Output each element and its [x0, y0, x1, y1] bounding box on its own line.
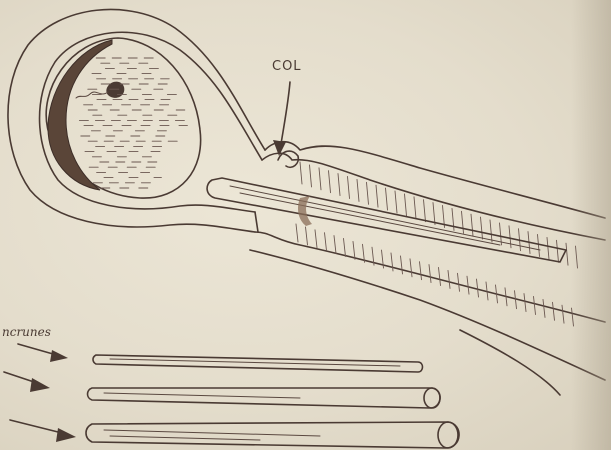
rib-hatch-stroke [306, 227, 308, 245]
rib-hatch-stroke [348, 177, 350, 199]
rib-hatch-stroke [424, 200, 426, 222]
rib-hatch-stroke [376, 185, 378, 207]
rib-hatch-stroke [405, 194, 407, 216]
rib-hatch-stroke [448, 270, 450, 288]
arrow-1-head [50, 350, 68, 362]
rib-hatch-stroke [477, 279, 479, 297]
arrow-3-head [56, 428, 76, 442]
rib-hatch-stroke [414, 197, 416, 219]
rib-hatch-stroke [357, 179, 359, 201]
dilator-rod-shading [230, 186, 540, 250]
dark-membrane-crescent [48, 40, 112, 190]
canal-lower-outer-wall [255, 212, 258, 232]
rib-hatch-stroke [566, 243, 568, 265]
dilator-small [93, 355, 423, 372]
rib-hatch-stroke [534, 297, 536, 315]
rib-hatch-stroke [420, 262, 422, 280]
rib-hatch-stroke [490, 220, 492, 242]
rib-hatch-stroke [562, 305, 564, 323]
rib-hatch-stroke [334, 236, 336, 254]
rib-hatch-stroke [319, 168, 321, 190]
canal-lower-outer-edge [250, 250, 605, 380]
rib-hatch-stroke [386, 188, 388, 210]
rib-hatch-stroke [509, 226, 511, 248]
rib-hatch-stroke [353, 241, 355, 259]
rib-hatch-stroke [572, 308, 574, 326]
rib-hatch-stroke [429, 265, 431, 283]
dilator-large [86, 422, 459, 448]
rib-hatch-stroke [458, 273, 460, 291]
rib-hatch-stroke [395, 191, 397, 213]
rib-hatch-stroke [553, 302, 555, 320]
rib-hatch-stroke [410, 259, 412, 277]
cervix-entry-shading [298, 196, 312, 226]
rib-hatch-stroke [329, 171, 331, 193]
rib-hatch-stroke [367, 182, 369, 204]
rib-hatch-stroke [433, 203, 435, 225]
rib-hatch-stroke [315, 230, 317, 248]
rib-hatch-stroke [481, 217, 483, 239]
rib-hatch-stroke [325, 233, 327, 251]
rib-hatch-stroke [300, 162, 302, 184]
rib-hatch-stroke [557, 240, 559, 262]
rib-hatch-stroke [310, 165, 312, 187]
rib-hatch-stroke [576, 246, 578, 268]
rib-hatch-stroke [296, 224, 298, 242]
rib-hatch-stroke [344, 239, 346, 257]
sac-fluid-hatching [79, 58, 187, 188]
rib-hatch-stroke [543, 299, 545, 317]
canal-bottom-flare [460, 330, 560, 395]
instruments-label: ncrunes [2, 325, 51, 339]
rib-hatch-stroke [462, 211, 464, 233]
rib-hatch-stroke [401, 256, 403, 274]
rib-hatch-stroke [391, 253, 393, 271]
rib-hatch-stroke [471, 214, 473, 236]
col-arrow-shaft [280, 82, 290, 150]
rib-hatch-stroke [538, 235, 540, 257]
umbilical-cord [76, 92, 108, 98]
canal-upper-outer-wall [265, 142, 605, 218]
rib-hatch-stroke [524, 294, 526, 312]
rib-hatch-stroke [547, 237, 549, 259]
rib-hatch-stroke [467, 276, 469, 294]
dilator-medium [88, 388, 441, 408]
rib-hatch-stroke [338, 174, 340, 196]
rib-hatch-stroke [439, 268, 441, 286]
col-label: COL [272, 59, 302, 74]
arrow-2-head [30, 378, 50, 392]
uterus-inner-outline [40, 32, 262, 212]
